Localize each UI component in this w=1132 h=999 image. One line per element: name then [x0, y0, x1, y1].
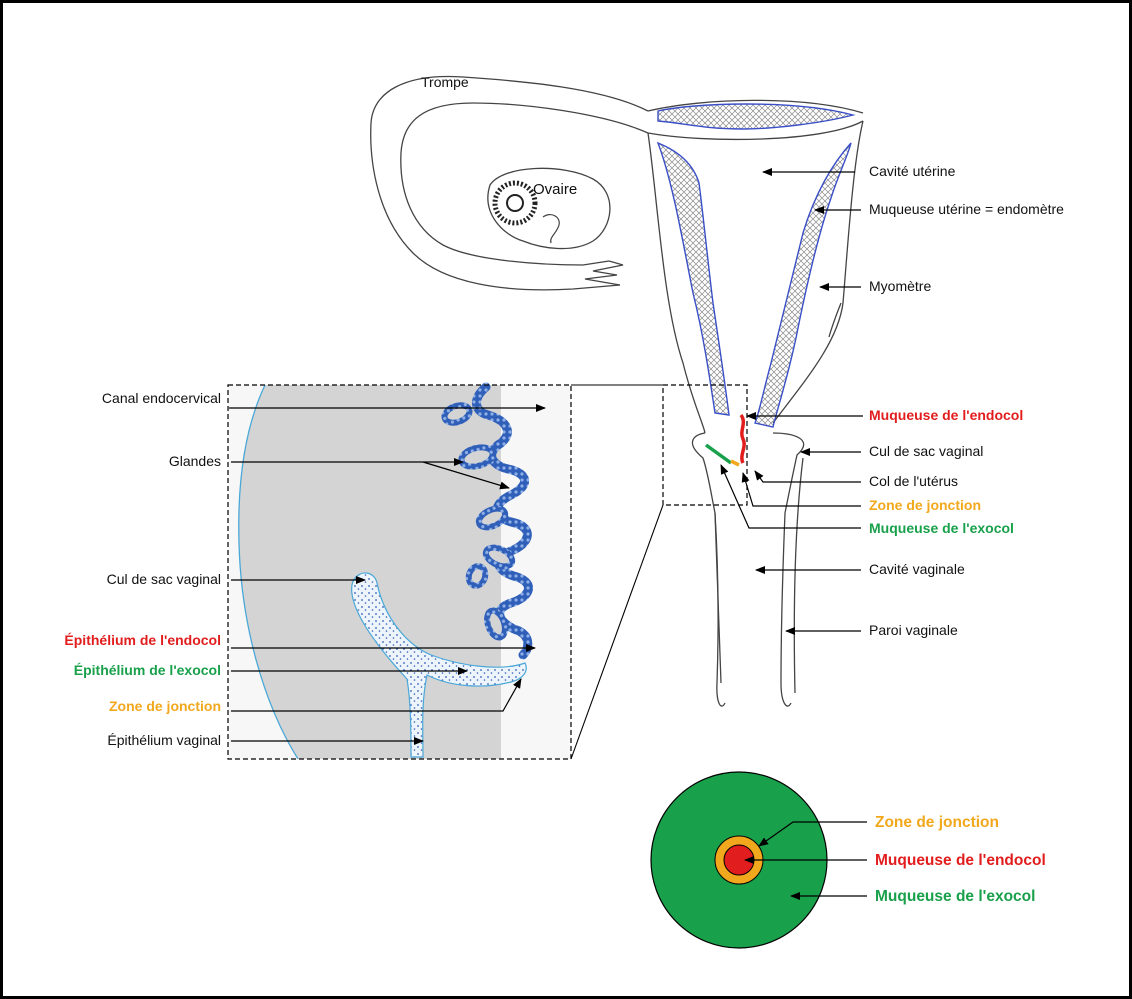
cervix-focus-box: [663, 385, 747, 505]
label-epithelium-vaginal: Épithélium vaginal: [107, 732, 221, 748]
exocol-mucosa: [706, 445, 731, 463]
endometrium-top: [658, 104, 853, 129]
endocol-mucosa: [741, 415, 744, 463]
label-muqueuse-endocol: Muqueuse de l'endocol: [869, 407, 1023, 423]
label-trompe: Trompe: [421, 74, 469, 90]
label-zoom-cul-de-sac: Cul de sac vaginal: [107, 571, 221, 587]
label-face-zone-jonction: Zone de jonction: [875, 814, 999, 831]
label-glandes: Glandes: [169, 453, 221, 469]
junction-zone: [731, 461, 739, 465]
label-face-muqueuse-endocol: Muqueuse de l'endocol: [875, 852, 1046, 869]
label-endometre: Muqueuse utérine = endomètre: [869, 201, 1064, 217]
label-face-muqueuse-exocol: Muqueuse de l'exocol: [875, 888, 1035, 905]
endometrium-left: [658, 143, 729, 415]
anatomy-diagram: Trompe Ovaire Cavité utérine Muqueuse ut…: [3, 3, 1129, 996]
label-epithelium-endocol: Épithélium de l'endocol: [64, 632, 221, 648]
label-zoom-zone-jonction: Zone de jonction: [109, 698, 221, 714]
label-epithelium-exocol: Épithélium de l'exocol: [74, 662, 221, 678]
label-ovaire: Ovaire: [533, 181, 577, 198]
label-zone-jonction: Zone de jonction: [869, 497, 981, 513]
label-cul-de-sac: Cul de sac vaginal: [869, 443, 983, 459]
label-muqueuse-exocol: Muqueuse de l'exocol: [869, 520, 1014, 536]
label-col-uterus: Col de l'utérus: [869, 473, 958, 489]
zoom-panel: [228, 385, 571, 759]
label-paroi-vaginale: Paroi vaginale: [869, 622, 958, 638]
label-cavite-vaginale: Cavité vaginale: [869, 561, 965, 577]
label-cavite-uterine: Cavité utérine: [869, 163, 956, 179]
label-myometre: Myomètre: [869, 278, 931, 294]
label-canal-endocervical: Canal endocervical: [102, 390, 221, 406]
cervical-stroma: [239, 385, 501, 759]
